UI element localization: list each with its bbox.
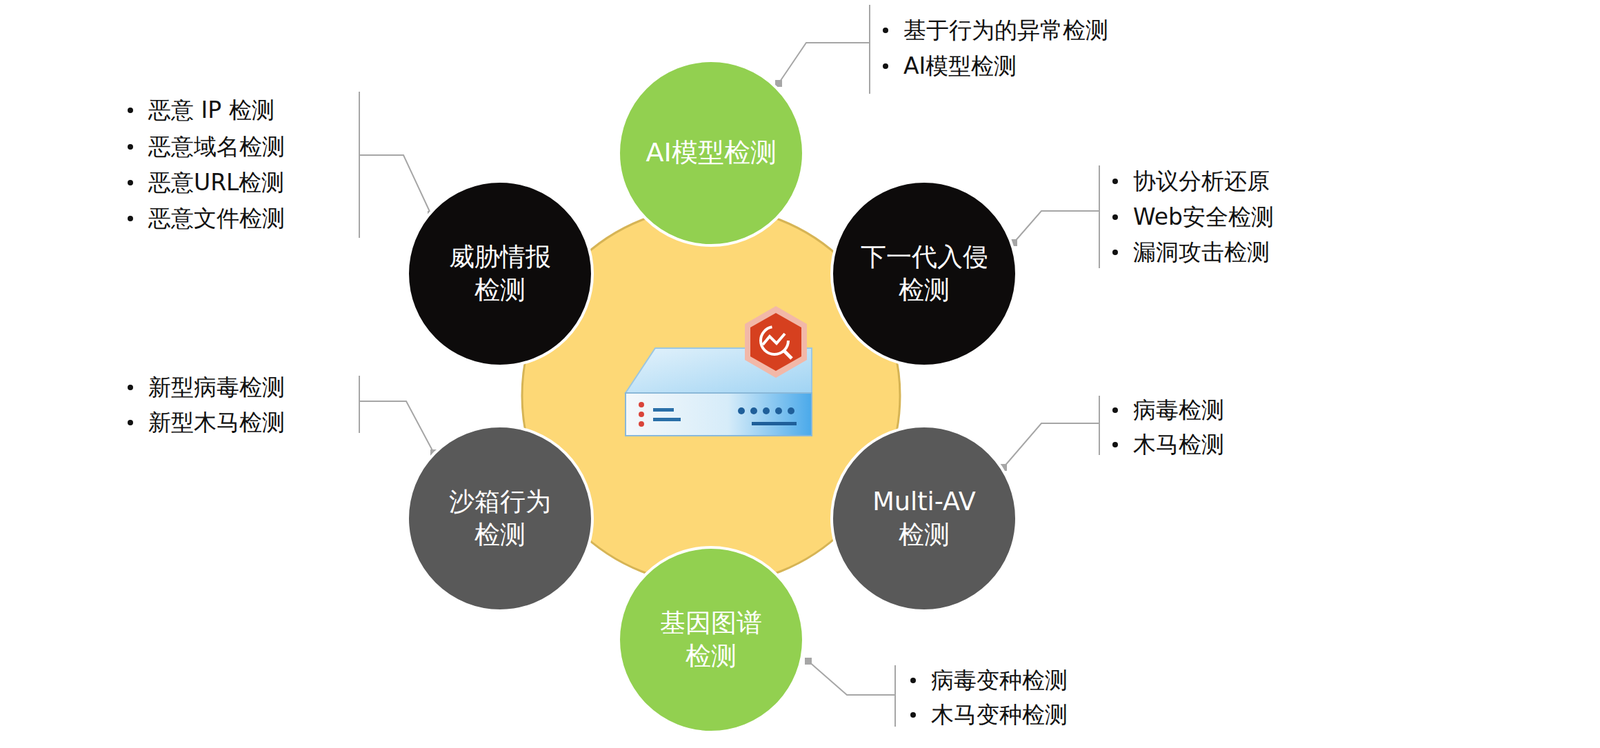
bullet-dot [1112,249,1118,256]
detection-circle: 下一代入侵 检测 [830,180,1018,368]
feature-label: 木马检测 [1133,429,1225,461]
detection-circle: 沙箱行为 检测 [406,424,594,613]
bullet-item: 恶意域名检测 [127,131,285,163]
leader-lines [359,4,1100,727]
bullet-item: 木马检测 [1112,429,1225,461]
feature-label: 恶意域名检测 [148,131,285,163]
bullet-item: 新型木马检测 [127,407,285,439]
bullet-item: 协议分析还原 [1112,166,1270,198]
bullet-item: 病毒变种检测 [910,665,1068,697]
bullet-item: 新型病毒检测 [127,372,285,404]
feature-label: 协议分析还原 [1133,166,1270,198]
feature-label: 木马变种检测 [931,700,1068,732]
bullet-dot [127,144,134,150]
bullet-item: 木马变种检测 [910,700,1068,732]
bullet-dot [1112,214,1118,220]
bullet-item: 基于行为的异常检测 [882,15,1109,47]
feature-label: 基于行为的异常检测 [903,15,1109,47]
bullet-dot [910,712,916,718]
bullet-item: 漏洞攻击检测 [1112,237,1270,269]
bullet-item: 恶意 IP 检测 [127,95,275,127]
bullet-item: AI模型检测 [882,51,1017,83]
detection-circle: 威胁情报 检测 [406,180,594,368]
node-label: 基因图谱 检测 [635,606,787,673]
feature-label: 新型木马检测 [148,407,285,439]
bullet-dot [1112,178,1118,185]
feature-label: 恶意文件检测 [148,203,285,235]
feature-label: AI模型检测 [903,51,1017,83]
bullet-dot [127,180,134,186]
node-label: 沙箱行为 检测 [424,485,576,552]
node-label: 威胁情报 检测 [424,240,576,307]
detection-circle: AI模型检测 [617,59,805,247]
node-label: 下一代入侵 检测 [848,240,1000,307]
bullet-dot [127,215,134,222]
bullet-dot [882,27,889,34]
bullet-dot [127,384,134,391]
detection-circle: 基因图谱 检测 [617,546,805,734]
bullet-item: 恶意URL检测 [127,167,285,199]
bullet-dot [127,107,134,114]
feature-label: Web安全检测 [1133,202,1274,234]
detection-circle: Multi-AV 检测 [830,424,1018,613]
feature-label: 新型病毒检测 [148,372,285,404]
bullet-item: 恶意文件检测 [127,203,285,235]
bullet-item: 病毒检测 [1112,395,1225,427]
feature-label: 病毒变种检测 [931,665,1068,697]
bullet-dot [910,677,916,684]
node-label: Multi-AV 检测 [848,485,1000,552]
node-label: AI模型检测 [645,135,776,170]
bullet-dot [882,63,889,69]
feature-label: 恶意 IP 检测 [148,95,275,127]
feature-label: 病毒检测 [1133,395,1225,427]
bullet-dot [127,420,134,426]
feature-label: 漏洞攻击检测 [1133,237,1270,269]
analysis-icon [744,306,807,378]
bullet-item: Web安全检测 [1112,202,1274,234]
feature-label: 恶意URL检测 [148,167,285,199]
bullet-dot [1112,442,1118,448]
bullet-dot [1112,407,1118,414]
